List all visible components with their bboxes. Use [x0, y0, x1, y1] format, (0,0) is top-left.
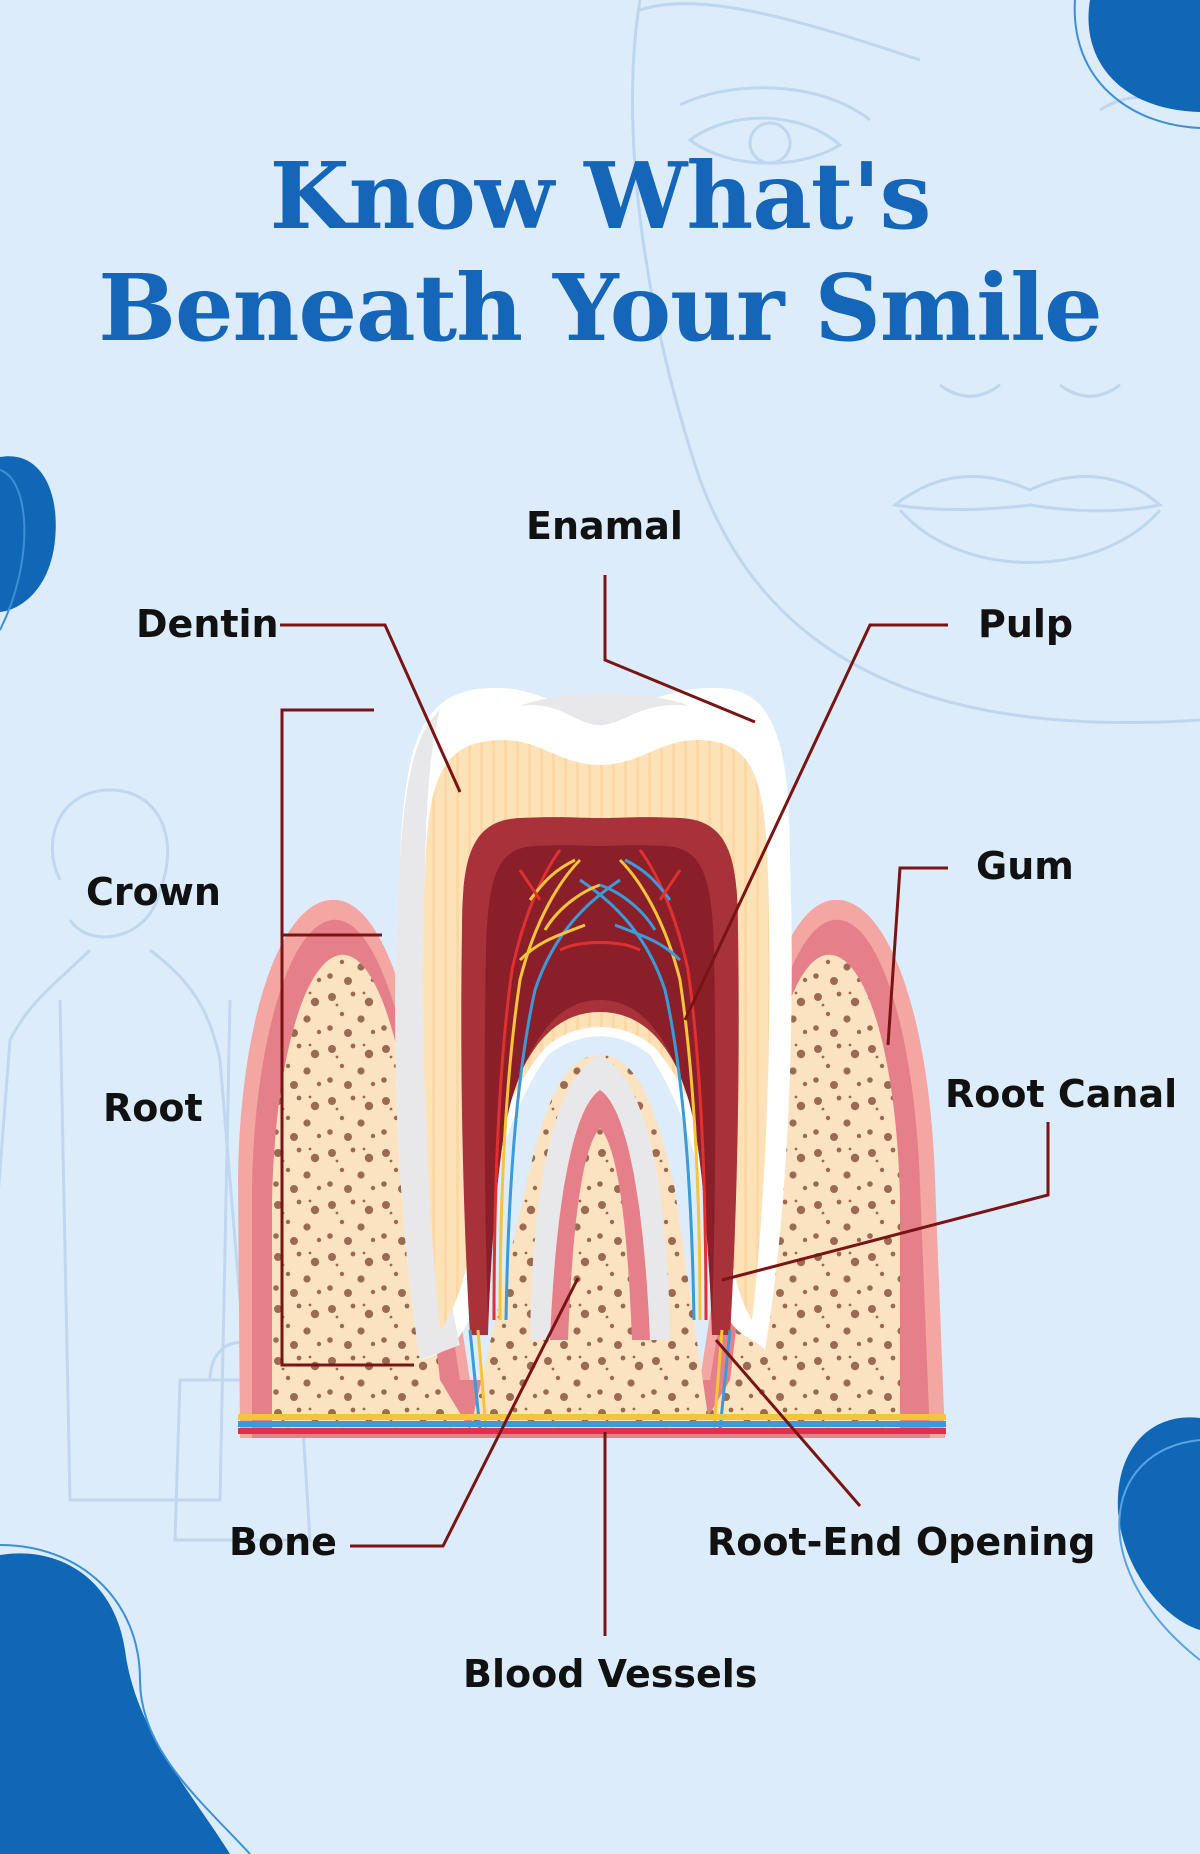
label-enamal: Enamal: [526, 504, 683, 548]
decorative-blob-bottom-right: [1117, 1417, 1200, 1661]
label-crown: Crown: [86, 870, 221, 914]
leader-root-canal: [721, 1122, 1050, 1282]
label-root-canal: Root Canal: [945, 1072, 1178, 1116]
leader-pulp: [683, 623, 948, 1021]
title-line-2: Beneath Your Smile: [98, 254, 1102, 362]
label-root: Root: [103, 1086, 203, 1130]
decorative-blob-bottom-left: [0, 1544, 251, 1854]
background-person-lineart: [0, 788, 312, 1542]
title-line-1: Know What's: [269, 142, 932, 250]
leader-bone: [350, 1277, 580, 1548]
bracket-crown: [280, 708, 382, 937]
bracket-root: [280, 935, 414, 1367]
tooth-cross-section: [238, 687, 946, 1438]
label-pulp: Pulp: [978, 602, 1074, 646]
label-gum: Gum: [976, 844, 1074, 888]
leader-dentin: [280, 623, 462, 793]
label-dentin: Dentin: [136, 602, 279, 646]
leader-root-end-opening: [714, 1339, 862, 1507]
decorative-blob-left: [0, 456, 56, 631]
label-root-end-opening: Root-End Opening: [707, 1520, 1096, 1564]
label-bone: Bone: [229, 1520, 337, 1564]
leader-gum: [886, 866, 948, 1046]
leader-enamal: [603, 575, 756, 724]
leader-lines: [280, 575, 1050, 1636]
nerves-and-vessels: [492, 849, 708, 1321]
label-blood-vessels: Blood Vessels: [463, 1652, 758, 1696]
blood-vessel-bands: [238, 1414, 946, 1434]
decorative-blob-top-right: [1073, 0, 1200, 129]
